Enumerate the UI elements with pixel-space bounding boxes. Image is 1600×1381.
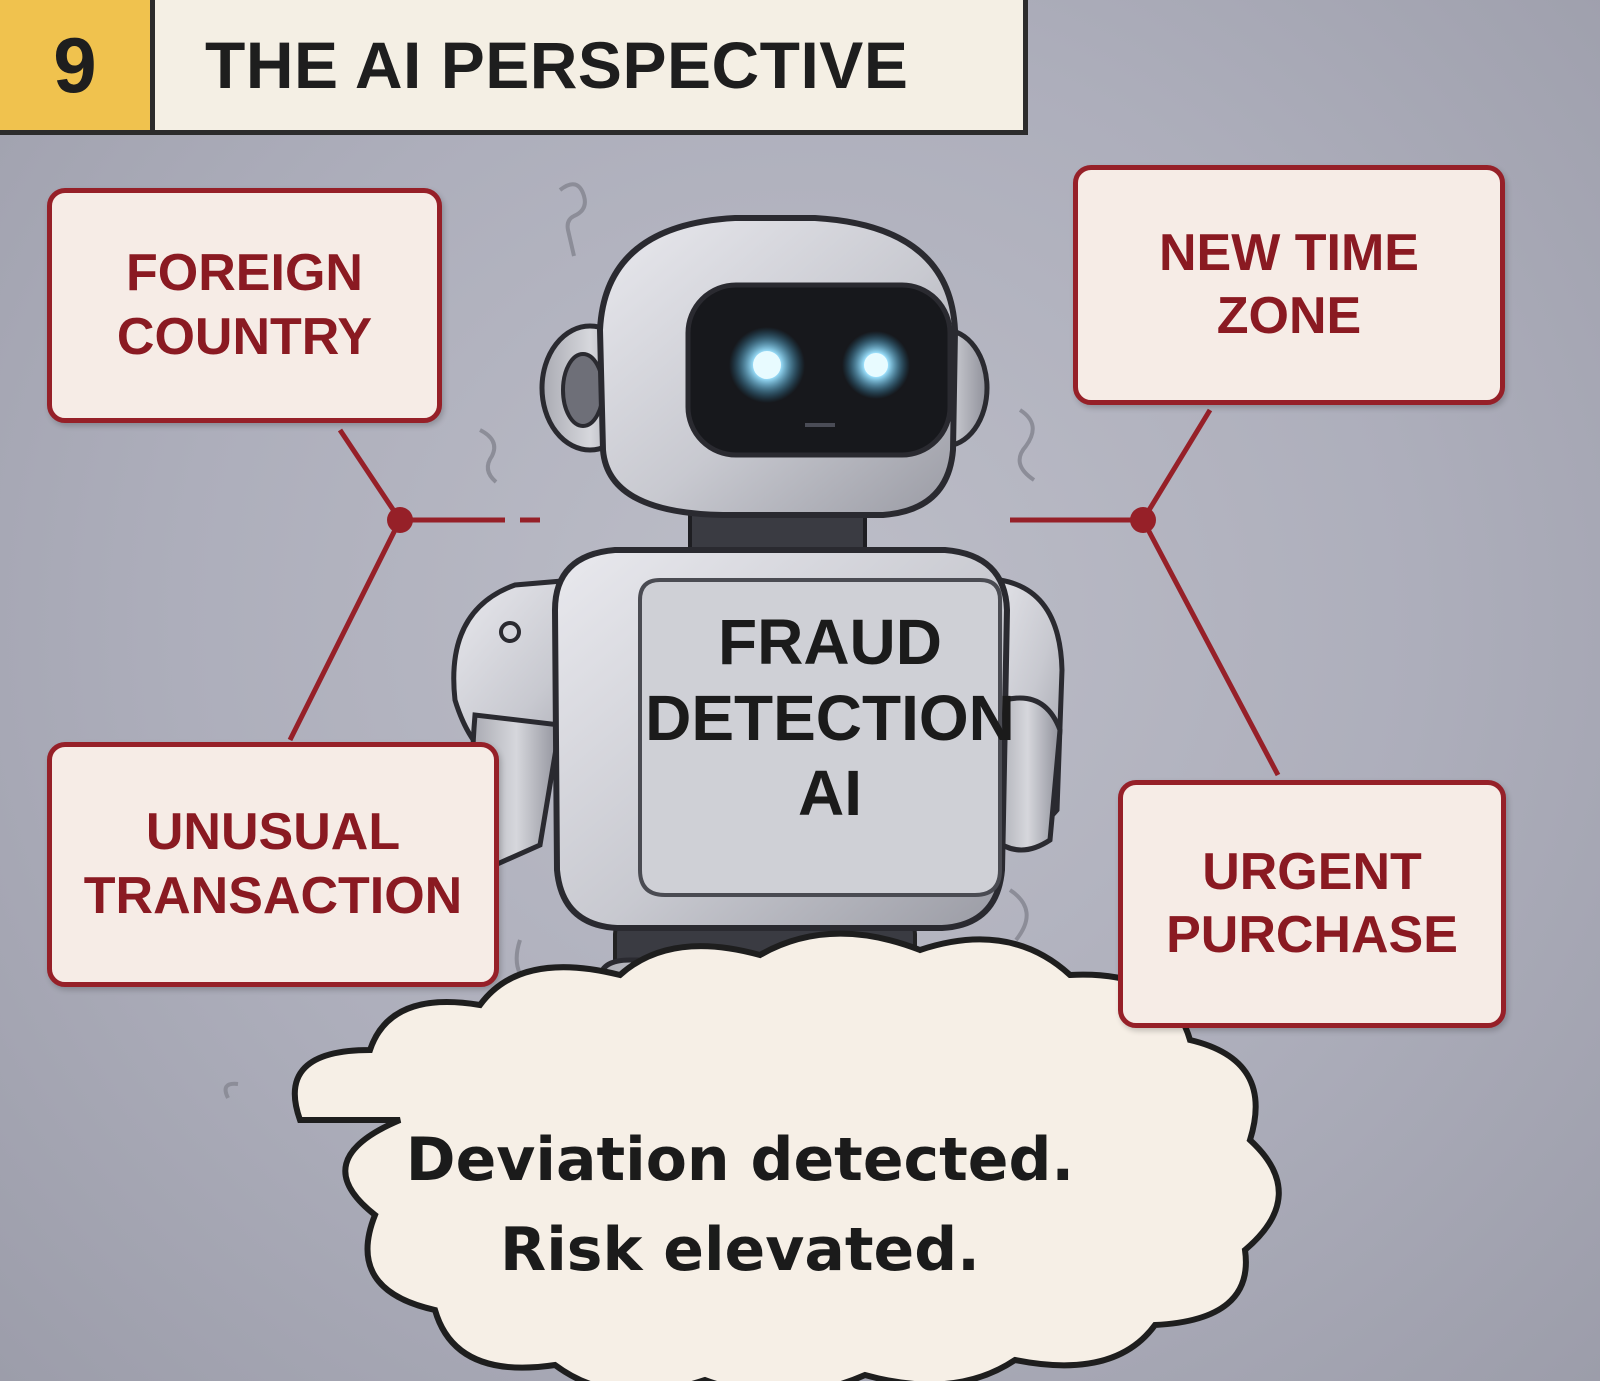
panel-header: 9 THE AI PERSPECTIVE [0,0,1028,135]
thought-cloud [291,930,1282,1381]
connector-node-left [387,507,413,533]
robot-chest-label: FRAUD DETECTION AI [645,606,1015,830]
label-urgent-purchase: URGENT PURCHASE [1118,780,1506,1028]
thought-text: Deviation detected. Risk elevated. [405,1125,1075,1285]
label-new-time-zone: NEW TIME ZONE [1073,165,1505,405]
robot-head [539,215,990,518]
doodle-marks [223,182,1036,1099]
robot-chest-panel [638,578,1002,897]
robot-face-screen [685,282,953,458]
panel-number: 9 [0,0,155,130]
label-unusual-transaction: UNUSUAL TRANSACTION [47,742,499,987]
label-foreign-country: FOREIGN COUNTRY [47,188,442,423]
connector-right [1010,408,1281,777]
panel-title: THE AI PERSPECTIVE [205,28,909,102]
connector-node-right [1130,507,1156,533]
connector-left [287,428,540,742]
